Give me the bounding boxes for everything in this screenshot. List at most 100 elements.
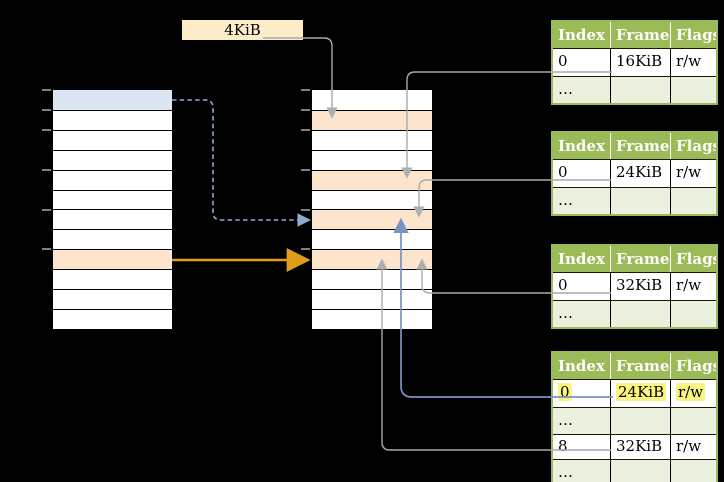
memory-row [53, 249, 172, 270]
table-header-cell: Index [558, 137, 605, 155]
page-table-2: Index FrameFlags 0 24KiBr/w … [551, 131, 718, 216]
table-row: … [553, 76, 716, 103]
physical-memory-array [301, 89, 432, 329]
table-cell: r/w [670, 273, 716, 300]
table-row: … [553, 407, 716, 434]
table-cell [670, 460, 716, 482]
table-row: 0 24KiB r/w [553, 379, 716, 407]
memory-row [312, 90, 432, 110]
memory-row [53, 169, 172, 190]
table-cell: 0 [553, 380, 610, 407]
memory-row [312, 289, 432, 310]
memory-row [312, 129, 432, 150]
table-header-cell: Frame [610, 22, 670, 48]
memory-row [53, 109, 172, 130]
address-tick [301, 128, 310, 131]
table-cell: 32KiB [610, 273, 670, 300]
memory-row [312, 269, 432, 290]
table-cell [610, 408, 670, 434]
highlighted-value: 24KiB [616, 383, 667, 401]
table-header-cell: Frame [610, 353, 670, 379]
table-cell [670, 301, 716, 327]
table-header-cell: Frame [610, 246, 670, 272]
table-cell: 32KiB [610, 435, 670, 459]
address-tick [42, 208, 51, 211]
table-cell [610, 77, 670, 103]
address-tick [301, 108, 310, 111]
memory-row [53, 189, 172, 210]
table-header-cell: Flags [670, 246, 716, 272]
memory-row [312, 109, 432, 130]
table-cell: r/w [670, 380, 716, 407]
table-row: … [553, 300, 716, 327]
memory-row [53, 209, 172, 230]
table-header-row: Index FrameFlags [553, 133, 716, 159]
table-cell: 24KiB [610, 160, 670, 187]
memory-row [53, 229, 172, 250]
table-cell: 8 [558, 437, 568, 455]
page-size-label: 4KiB [182, 20, 303, 40]
table-cell: r/w [670, 435, 716, 459]
table-cell: 16KiB [610, 49, 670, 76]
table-cell: … [558, 463, 573, 481]
table-cell: … [558, 411, 573, 429]
table-cell [670, 77, 716, 103]
table-header-cell: Index [558, 357, 605, 375]
memory-row [312, 149, 432, 170]
page-table-3: Index FrameFlags 0 32KiBr/w … [551, 244, 718, 329]
address-tick [42, 248, 51, 251]
table-cell: 24KiB [610, 380, 670, 407]
memory-row [312, 229, 432, 250]
memory-row [312, 249, 432, 270]
table-header-row: Index FrameFlags [553, 22, 716, 48]
memory-row [53, 289, 172, 310]
address-tick [42, 89, 51, 91]
table-cell [610, 301, 670, 327]
address-tick [301, 168, 310, 171]
address-tick [301, 208, 310, 211]
table-header-cell: Flags [670, 133, 716, 159]
memory-row [53, 269, 172, 290]
table-header-cell: Flags [670, 353, 716, 379]
table-header-cell: Flags [670, 22, 716, 48]
table-cell: r/w [670, 49, 716, 76]
table-cell: r/w [670, 160, 716, 187]
table-header-cell: Index [558, 250, 605, 268]
table-cell [670, 408, 716, 434]
connector-virtual-page0 [172, 99, 312, 227]
table-row: … [553, 187, 716, 214]
table-header-cell: Frame [610, 133, 670, 159]
table-cell: … [558, 191, 573, 209]
memory-row [312, 309, 432, 329]
table-cell: … [558, 304, 573, 322]
highlighted-value: r/w [676, 383, 706, 401]
highlighted-value: 0 [558, 383, 572, 401]
table-header-cell: Index [558, 26, 605, 44]
table-cell: 0 [558, 52, 568, 70]
page-table-4: IndexFrameFlags024KiBr/w…832KiBr/w… [551, 351, 718, 482]
memory-row [312, 189, 432, 210]
address-tick [42, 128, 51, 131]
memory-row [53, 129, 172, 150]
table-row: … [553, 459, 716, 482]
address-tick [42, 108, 51, 111]
table-cell: 0 [558, 163, 568, 181]
memory-row [312, 209, 432, 230]
page-table-1: Index FrameFlags 0 16KiBr/w … [551, 20, 718, 105]
memory-row [53, 90, 172, 110]
table-cell: … [558, 80, 573, 98]
table-header-row: Index FrameFlags [553, 353, 716, 379]
memory-row [312, 169, 432, 190]
table-header-row: Index FrameFlags [553, 246, 716, 272]
address-tick [42, 168, 51, 171]
address-tick [301, 248, 310, 251]
memory-row [53, 149, 172, 170]
table-cell [610, 188, 670, 214]
address-tick [301, 89, 310, 91]
table-cell: 0 [558, 276, 568, 294]
memory-row [53, 309, 172, 329]
